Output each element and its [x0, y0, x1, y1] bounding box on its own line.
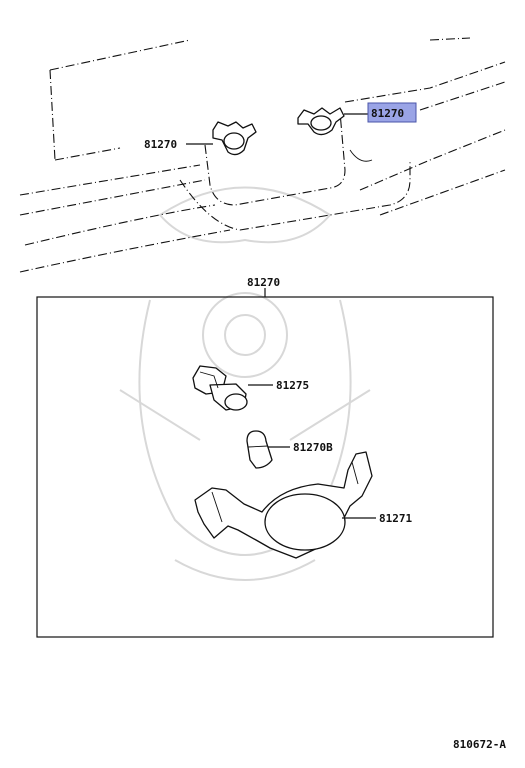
part-81271-label: 81271	[379, 512, 412, 525]
callout-right-highlight[interactable]: 81270	[367, 102, 417, 123]
diagram-reference: 810672-A	[453, 738, 506, 751]
part-81275-label: 81275	[276, 379, 309, 392]
callout-right-label: 81270	[371, 107, 404, 120]
vehicle-rear-panel	[19, 37, 506, 273]
bulb-81270B	[246, 430, 273, 469]
license-lamp-right	[297, 107, 345, 136]
part-81270B-label: 81270B	[293, 441, 333, 454]
lens-81271	[194, 451, 373, 559]
callout-left-label: 81270	[144, 138, 177, 151]
watermark-emblem	[119, 186, 371, 581]
socket-81275	[192, 365, 248, 411]
license-lamp-left	[212, 121, 257, 156]
assembly-frame	[36, 296, 494, 638]
assembly-title: 81270	[247, 276, 280, 289]
